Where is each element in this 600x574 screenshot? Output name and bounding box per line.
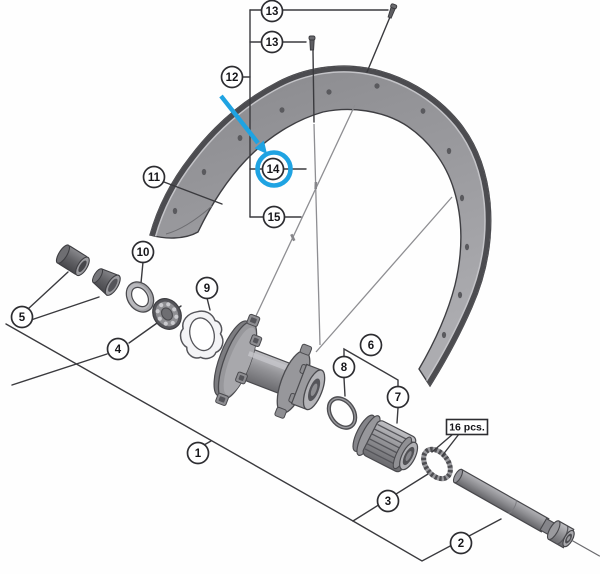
callout-7[interactable]: 7 xyxy=(386,385,410,409)
highlight-arrow-shaft xyxy=(219,94,260,145)
spoke-nipple-mark xyxy=(290,233,296,242)
quantity-callout: 16 pcs. xyxy=(431,418,489,457)
callout-10[interactable]: 10 xyxy=(131,240,155,264)
callout-label: 14 xyxy=(267,164,280,176)
callout-2[interactable]: 2 xyxy=(449,531,473,555)
callout-label: 8 xyxy=(341,362,348,374)
highlight-circle xyxy=(255,150,293,188)
end-cap xyxy=(55,244,90,277)
cone-cap xyxy=(91,268,121,296)
callout-label: 7 xyxy=(395,392,401,404)
callout-8[interactable]: 8 xyxy=(332,355,356,379)
callout-label: 15 xyxy=(268,212,281,224)
callout-label: 5 xyxy=(19,312,26,324)
callout-6[interactable]: 6 xyxy=(359,333,383,357)
callout-label: 12 xyxy=(226,72,239,84)
callout-1[interactable]: 1 xyxy=(186,441,210,465)
callout-label: 13 xyxy=(266,6,279,18)
nipple-screw xyxy=(387,3,398,19)
callout-label: 10 xyxy=(137,247,150,259)
quantity-box xyxy=(445,418,489,436)
callouts: 1 2 3 4 5 6 7 8 9 10 11 12 13 13 14 15 xyxy=(10,0,473,555)
callout-label: 2 xyxy=(458,538,464,550)
callout-label: 4 xyxy=(115,344,122,356)
callout-label: 11 xyxy=(148,172,161,184)
callout-label: 13 xyxy=(266,37,279,49)
callout-3[interactable]: 3 xyxy=(376,489,400,513)
highlight-annotation xyxy=(219,94,293,188)
thru-axle xyxy=(452,468,600,557)
callout-11[interactable]: 11 xyxy=(142,165,166,189)
callout-label: 1 xyxy=(195,448,202,460)
callout-13-top[interactable]: 13 xyxy=(260,0,284,23)
o-ring xyxy=(326,396,358,430)
spoke-nipple-mark xyxy=(314,181,318,190)
quantity-label: 16 pcs. xyxy=(449,422,485,434)
rim-channel-lip xyxy=(165,205,213,235)
highlight-arrow-head xyxy=(254,140,267,154)
callout-5[interactable]: 5 xyxy=(10,305,34,329)
nipple-screw xyxy=(308,35,316,51)
callout-4[interactable]: 4 xyxy=(106,337,130,361)
callout-label: 9 xyxy=(204,283,210,295)
bearing xyxy=(152,298,182,330)
callout-label: 6 xyxy=(368,340,374,352)
callout-9[interactable]: 9 xyxy=(195,276,219,300)
callout-12[interactable]: 12 xyxy=(220,65,244,89)
rim-spoke-holes xyxy=(172,83,470,339)
rim xyxy=(149,65,492,388)
callout-label: 3 xyxy=(385,496,391,508)
seal-ring xyxy=(125,281,155,313)
serrated-ring xyxy=(421,446,453,482)
callout-14[interactable]: 14 xyxy=(261,157,285,181)
callout-13-lower[interactable]: 13 xyxy=(260,30,284,54)
callout-15[interactable]: 15 xyxy=(262,205,286,229)
snap-ring xyxy=(179,310,224,360)
rim-brake-track xyxy=(150,66,491,387)
spokes xyxy=(254,104,453,353)
hub-shell xyxy=(213,313,326,419)
freehub-body xyxy=(352,414,419,473)
